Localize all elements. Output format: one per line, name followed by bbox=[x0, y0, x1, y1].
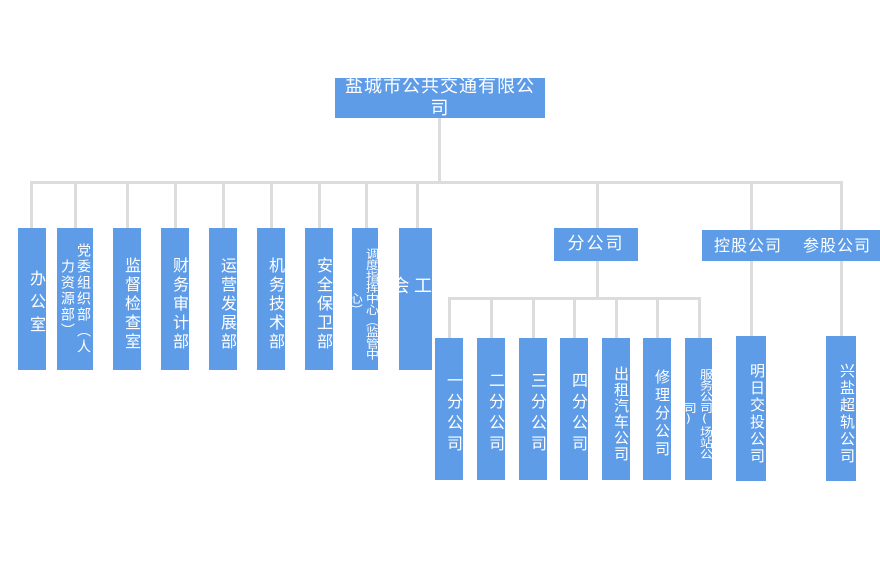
node-dept-maintenance-tech[interactable]: 机务技术部 bbox=[257, 228, 285, 370]
node-dept-union-label: 工会 bbox=[388, 276, 433, 340]
connector-root-stem bbox=[438, 118, 441, 183]
node-dept-safety-security-label: 安全保卫部 bbox=[314, 256, 333, 352]
node-dept-supervision-label: 监督检查室 bbox=[122, 256, 141, 352]
connector-drop-branch-7 bbox=[698, 297, 701, 338]
node-equity-child-1-label: 兴盐超轨公司 bbox=[838, 362, 856, 465]
node-dept-union[interactable]: 工会 bbox=[389, 228, 432, 370]
node-root-label: 盐城市公共交通有限公司 bbox=[345, 75, 535, 120]
node-branch-3-label: 三分公司 bbox=[528, 372, 547, 456]
connector-drop-dept-2 bbox=[74, 181, 77, 228]
node-branch-taxi-label: 出租汽车公司 bbox=[612, 366, 630, 462]
node-root[interactable]: 盐城市公共交通有限公司 bbox=[335, 75, 545, 120]
node-equity-child-1[interactable]: 兴盐超轨公司 bbox=[826, 336, 856, 481]
node-group-equity-label: 参股公司 bbox=[802, 235, 871, 255]
connector-drop-branch-2 bbox=[490, 297, 493, 338]
node-branch-1[interactable]: 一分公司 bbox=[435, 338, 463, 480]
connector-drop-dept-7 bbox=[318, 181, 321, 228]
node-dept-supervision[interactable]: 监督检查室 bbox=[113, 228, 141, 370]
node-branch-2[interactable]: 二分公司 bbox=[477, 338, 505, 480]
connector-drop-branch-3 bbox=[532, 297, 535, 338]
node-branch-service-station-label: 服务公司(场站公司) bbox=[680, 368, 712, 460]
node-group-equity[interactable]: 参股公司 bbox=[794, 230, 880, 261]
node-branch-2-label: 二分公司 bbox=[486, 372, 505, 456]
node-dept-party-hr-label: 党委组织部（人力资源部） bbox=[58, 243, 91, 355]
connector-drop-dept-9 bbox=[416, 181, 419, 228]
node-branch-repair-label: 修理分公司 bbox=[653, 369, 671, 459]
connector-drop-branch-5 bbox=[615, 297, 618, 338]
node-branch-service-station[interactable]: 服务公司(场站公司) bbox=[681, 338, 712, 480]
node-branch-repair[interactable]: 修理分公司 bbox=[643, 338, 671, 480]
node-dept-office[interactable]: 办公室 bbox=[18, 228, 46, 370]
connector-drop-branch-4 bbox=[573, 297, 576, 338]
connector-drop-dept-1 bbox=[30, 181, 33, 228]
connector-drop-dept-3 bbox=[126, 181, 129, 228]
node-dept-safety-security[interactable]: 安全保卫部 bbox=[305, 228, 333, 370]
node-group-branch[interactable]: 分公司 bbox=[554, 228, 638, 261]
node-dept-dispatch-center-label: 调度指挥中心（监管中心） bbox=[346, 248, 378, 360]
node-dept-operations[interactable]: 运营发展部 bbox=[209, 228, 237, 370]
node-dept-office-label: 办公室 bbox=[27, 269, 46, 339]
connector-drop-dept-6 bbox=[270, 181, 273, 228]
connector-drop-branch-1 bbox=[448, 297, 451, 338]
node-group-branch-label: 分公司 bbox=[567, 233, 625, 254]
node-dept-maintenance-tech-label: 机务技术部 bbox=[266, 256, 285, 352]
connector-main-bus bbox=[30, 181, 840, 184]
connector-drop-dept-5 bbox=[222, 181, 225, 228]
node-branch-3[interactable]: 三分公司 bbox=[519, 338, 547, 480]
connector-drop-branch-group bbox=[596, 181, 599, 228]
connector-branch-stem bbox=[596, 261, 599, 299]
node-branch-taxi[interactable]: 出租汽车公司 bbox=[602, 338, 630, 480]
node-dept-finance-audit[interactable]: 财务审计部 bbox=[161, 228, 189, 370]
connector-drop-dept-4 bbox=[174, 181, 177, 228]
node-branch-4-label: 四分公司 bbox=[569, 372, 588, 456]
connector-drop-branch-6 bbox=[656, 297, 659, 338]
node-holding-child-1-label: 明日交投公司 bbox=[748, 362, 766, 465]
node-dept-operations-label: 运营发展部 bbox=[218, 256, 237, 352]
node-branch-4[interactable]: 四分公司 bbox=[560, 338, 588, 480]
node-holding-child-1[interactable]: 明日交投公司 bbox=[736, 336, 766, 481]
node-group-holding[interactable]: 控股公司 bbox=[702, 230, 794, 261]
node-group-holding-label: 控股公司 bbox=[713, 235, 782, 255]
connector-drop-dept-8 bbox=[365, 181, 368, 228]
node-branch-1-label: 一分公司 bbox=[444, 372, 463, 456]
node-dept-finance-audit-label: 财务审计部 bbox=[170, 256, 189, 352]
node-dept-dispatch-center[interactable]: 调度指挥中心（监管中心） bbox=[347, 228, 378, 370]
node-dept-party-hr[interactable]: 党委组织部（人力资源部） bbox=[57, 228, 93, 370]
